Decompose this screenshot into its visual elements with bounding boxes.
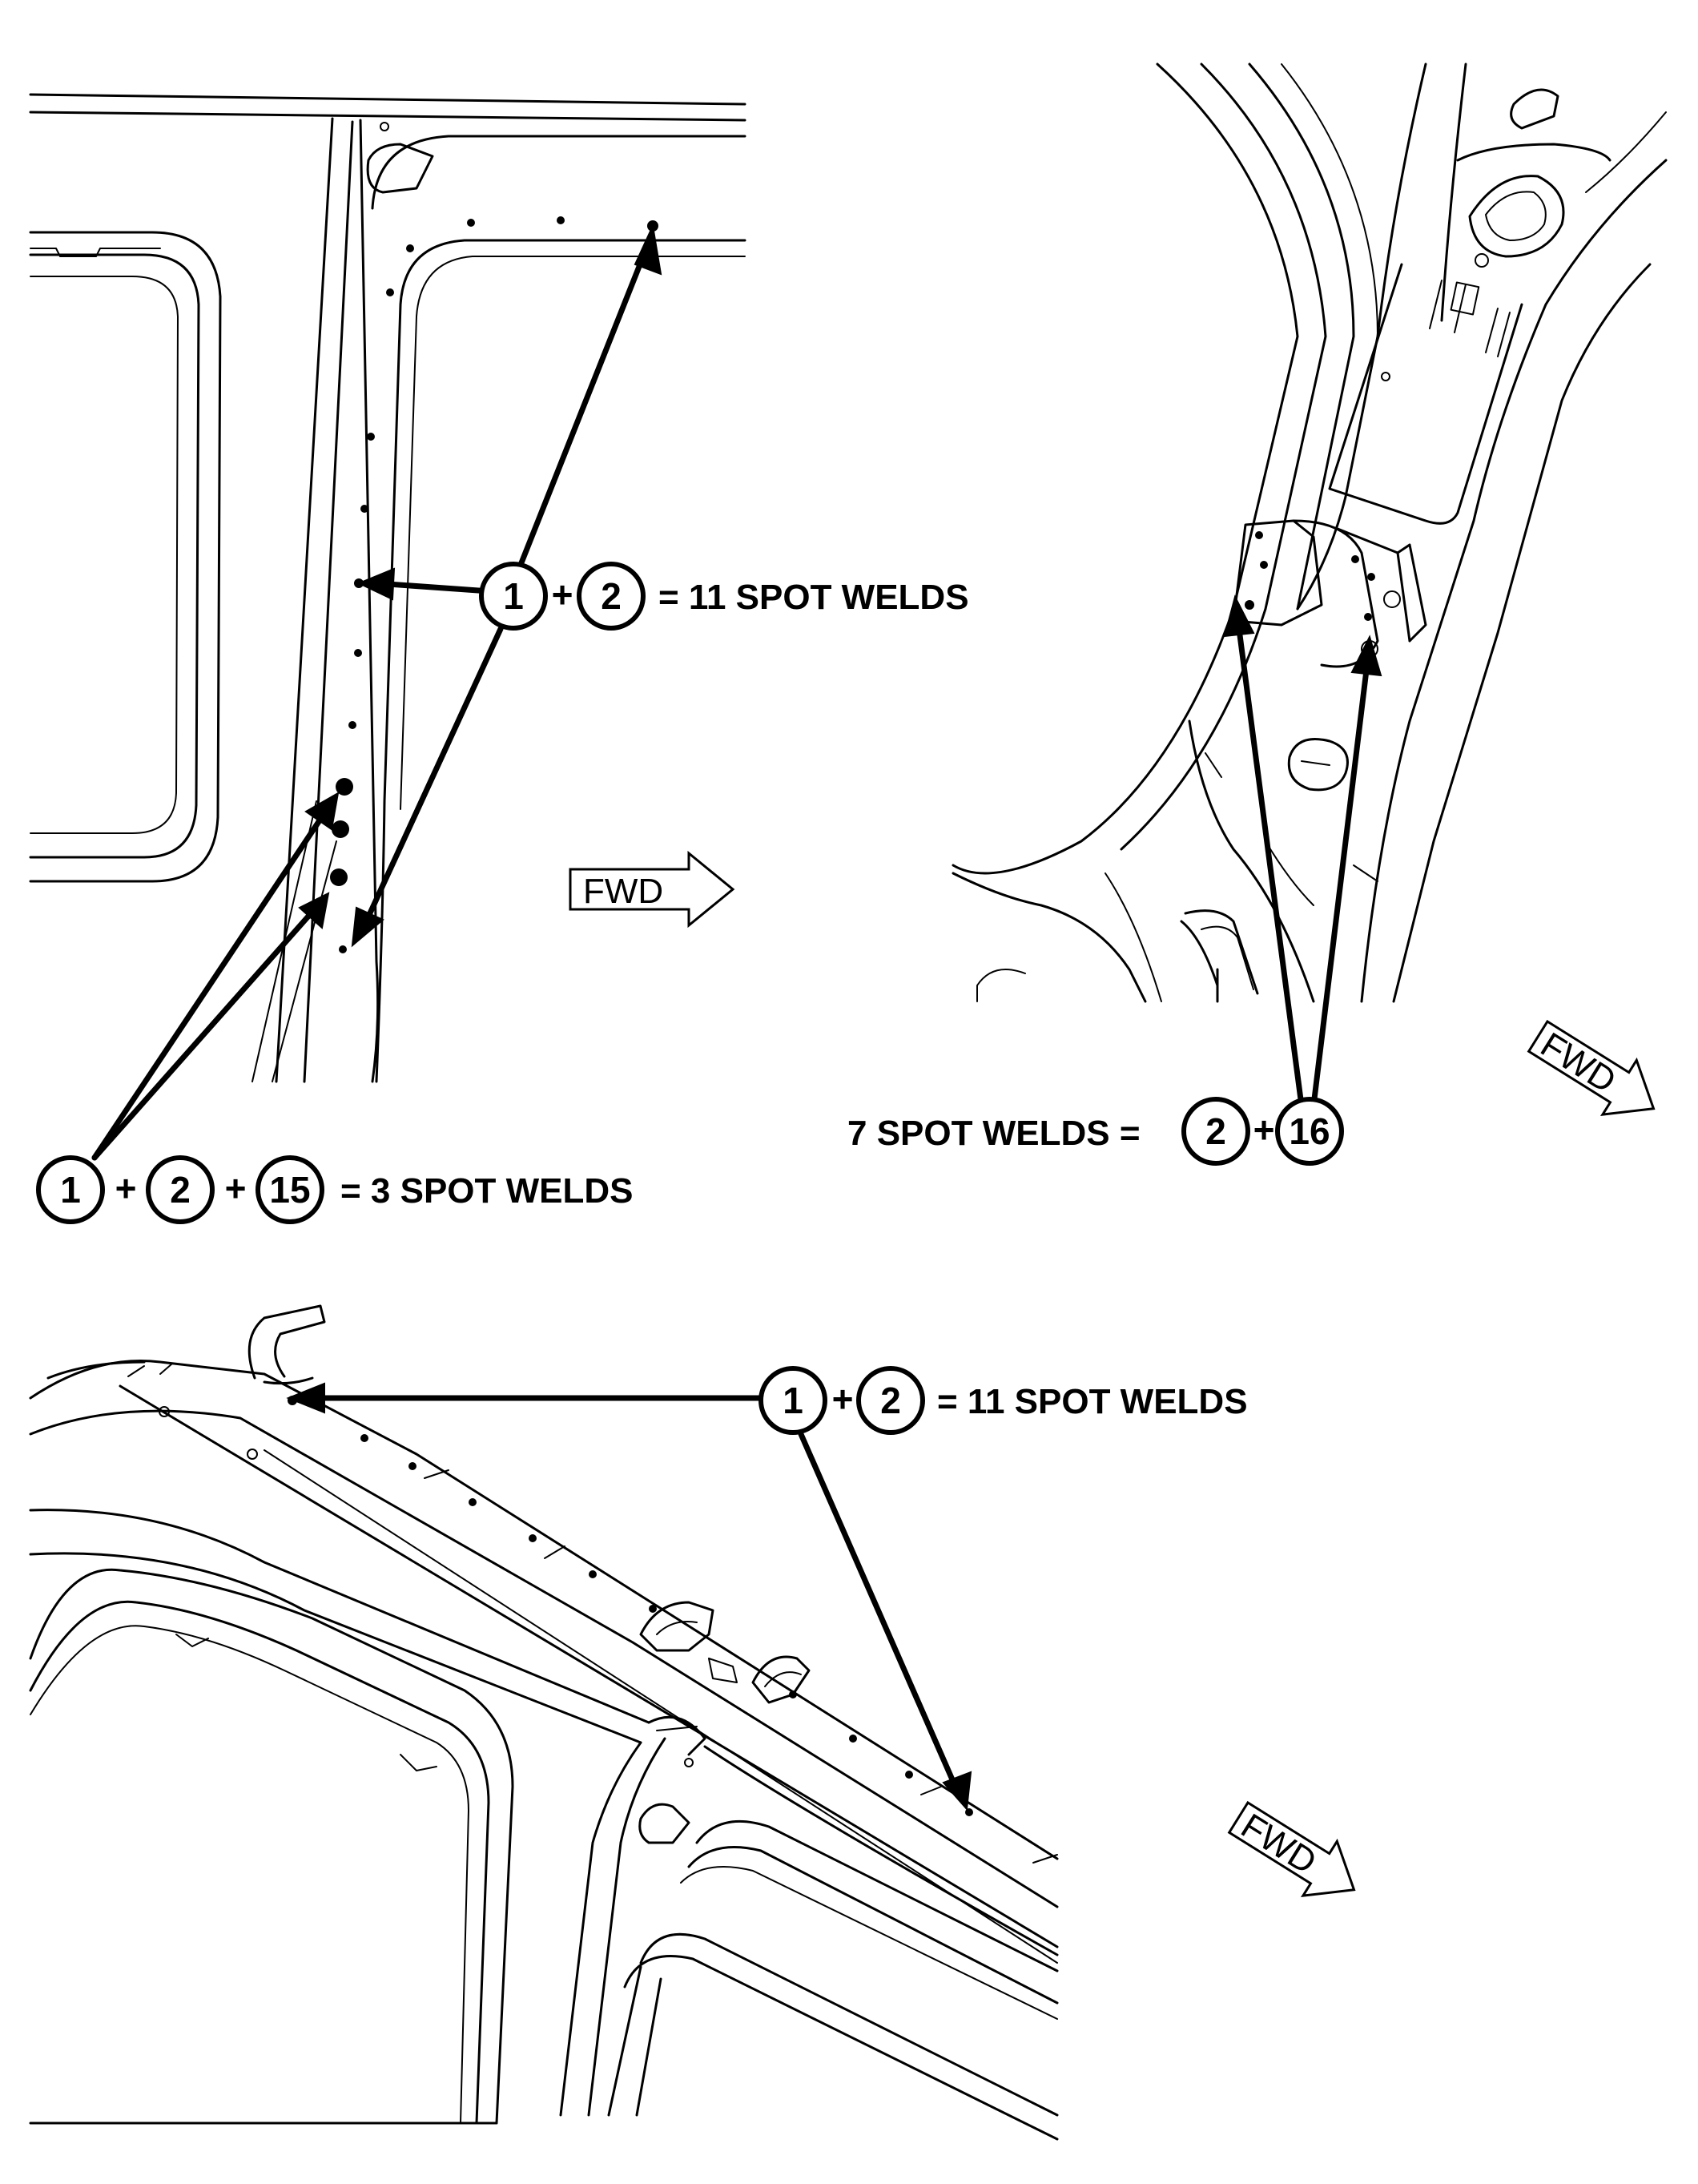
part-2-callout-circle xyxy=(856,1366,925,1435)
part-number: 1 xyxy=(503,575,524,617)
part-1-callout-circle xyxy=(479,562,548,631)
plus-sign: + xyxy=(552,574,573,615)
part-15-callout-circle xyxy=(256,1155,324,1224)
part-number: 2 xyxy=(1205,1110,1226,1152)
callout-top-left-upper: 1 + 2 = 11 SPOT WELDS xyxy=(479,562,969,631)
part-number: 15 xyxy=(269,1169,310,1211)
callout-bottom: 1 + 2 = 11 SPOT WELDS xyxy=(758,1366,1248,1435)
spot-weld-count-label: 7 SPOT WELDS = xyxy=(847,1114,1141,1153)
part-2-callout-circle xyxy=(577,562,646,631)
plus-sign: + xyxy=(832,1378,854,1420)
part-number: 1 xyxy=(783,1380,803,1421)
spot-weld-count-label: = 11 SPOT WELDS xyxy=(658,578,969,617)
spot-weld-count-label: = 11 SPOT WELDS xyxy=(937,1382,1248,1421)
callout-top-left-lower: 1 + 2 + 15 = 3 SPOT WELDS xyxy=(36,1155,634,1224)
plus-sign: + xyxy=(1253,1109,1275,1150)
part-1-callout-circle xyxy=(758,1366,827,1435)
part-1-callout-circle xyxy=(36,1155,105,1224)
part-16-callout-circle xyxy=(1275,1097,1344,1166)
top-right-view xyxy=(952,62,1668,1109)
part-number: 2 xyxy=(601,575,622,617)
fwd-arrow-icon: FWD xyxy=(1227,1800,1356,1898)
part-number: 2 xyxy=(170,1169,191,1211)
fwd-arrow-icon: FWD xyxy=(1527,1019,1656,1117)
part-number: 1 xyxy=(60,1169,81,1211)
top-left-view xyxy=(29,93,746,1161)
part-number: 16 xyxy=(1289,1110,1330,1152)
plus-sign: + xyxy=(225,1167,247,1209)
bottom-view xyxy=(29,1304,1059,2141)
part-2-callout-circle xyxy=(146,1155,215,1224)
plus-sign: + xyxy=(115,1167,137,1209)
fwd-label: FWD xyxy=(583,872,663,911)
part-number: 2 xyxy=(880,1380,901,1421)
part-2-callout-circle xyxy=(1181,1097,1250,1166)
callout-top-right: 7 SPOT WELDS = 2 + 16 xyxy=(847,1097,1344,1166)
fwd-arrow-icon: FWD xyxy=(569,850,735,929)
spot-weld-count-label: = 3 SPOT WELDS xyxy=(340,1171,634,1211)
